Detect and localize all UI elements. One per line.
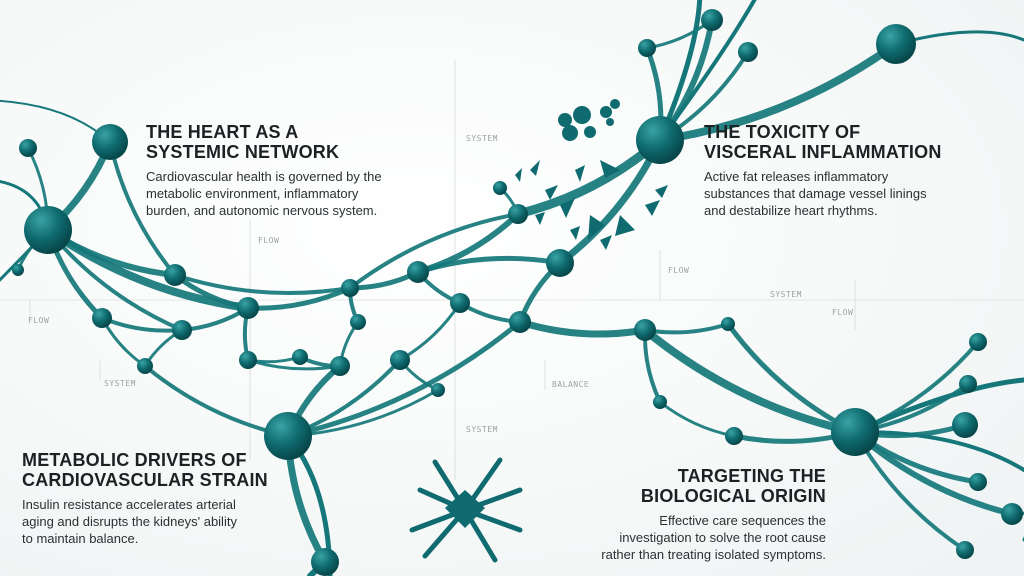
network-edge <box>348 212 520 290</box>
network-node <box>350 314 366 330</box>
network-node <box>738 42 758 62</box>
network-edge <box>245 285 353 311</box>
network-edge <box>643 322 730 335</box>
network-strand <box>852 377 1024 435</box>
network-node <box>237 297 259 319</box>
network-edge <box>641 326 859 436</box>
network-node <box>264 412 312 460</box>
network-nodes <box>12 9 1023 576</box>
network-edge <box>173 273 352 295</box>
panel-body: Cardiovascular health is governed by the… <box>146 169 382 218</box>
network-node <box>969 473 987 491</box>
network-node <box>12 264 24 276</box>
network-node <box>450 293 470 313</box>
tick-flow-left: FLOW <box>28 316 50 325</box>
tick-system-left: SYSTEM <box>104 379 136 388</box>
network-node <box>493 181 507 195</box>
network-edge <box>415 255 563 275</box>
network-node <box>24 206 72 254</box>
tick-flow-right-1: FLOW <box>668 266 690 275</box>
network-node <box>431 383 445 397</box>
network-edge <box>398 301 462 362</box>
tick-system-mid: SYSTEM <box>466 425 498 434</box>
tick-system-top: SYSTEM <box>466 134 498 143</box>
network-node <box>653 395 667 409</box>
network-node <box>969 333 987 351</box>
network-node <box>407 261 429 283</box>
tick-balance: BALANCE <box>552 380 590 389</box>
network-strand <box>853 429 1024 472</box>
network-node <box>959 375 977 393</box>
tick-flow-top: FLOW <box>258 236 280 245</box>
network-node <box>725 427 743 445</box>
network-edge <box>656 40 900 144</box>
network-node <box>831 408 879 456</box>
network-node <box>876 24 916 64</box>
network-node <box>508 204 528 224</box>
network-edge <box>658 400 736 438</box>
tick-system-right: SYSTEM <box>770 290 802 299</box>
network-node <box>1001 503 1023 525</box>
network-node <box>311 548 339 576</box>
tick-flow-right-2: FLOW <box>832 308 854 317</box>
receptor-core <box>445 490 485 528</box>
network-edge <box>285 319 523 439</box>
network-node <box>721 317 735 331</box>
network-strand <box>658 0 757 142</box>
network-node <box>172 320 192 340</box>
network-node <box>239 351 257 369</box>
network-node <box>19 139 37 157</box>
network-node <box>546 249 574 277</box>
network-node <box>701 9 723 31</box>
network-node <box>164 264 186 286</box>
grid-guides <box>0 60 1024 480</box>
network-node <box>341 279 359 297</box>
network-node <box>634 319 656 341</box>
debris-fragments <box>515 99 668 250</box>
network-node <box>292 349 308 365</box>
network-node <box>956 541 974 559</box>
network-node <box>636 116 684 164</box>
network-edge <box>516 318 649 338</box>
network-node <box>390 350 410 370</box>
network-node <box>509 311 531 333</box>
network-node <box>638 39 656 57</box>
network-node <box>92 124 128 160</box>
network-node <box>952 412 978 438</box>
network-node <box>92 308 112 328</box>
network-node <box>137 358 153 374</box>
network-edge <box>44 226 252 312</box>
network-node <box>330 356 350 376</box>
